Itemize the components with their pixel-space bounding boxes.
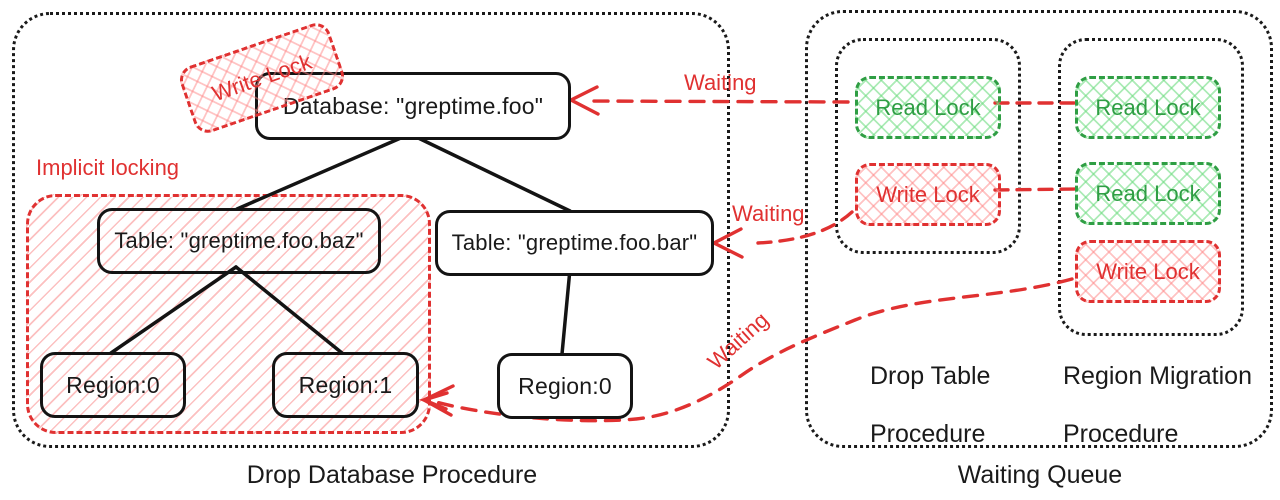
database-node: Database: "greptime.foo"	[255, 72, 571, 140]
waiting-label-table: Waiting	[732, 201, 805, 226]
drop-table-title-line2: Procedure	[870, 420, 986, 448]
region-migration-read-lock-1: Read Lock	[1075, 76, 1221, 139]
drop-database-procedure-caption: Drop Database Procedure	[246, 461, 538, 489]
drop-table-procedure-title: Drop Table Procedure	[870, 362, 990, 449]
region1-baz-node: Region:1	[272, 352, 419, 418]
database-write-lock-label: Write Lock	[208, 48, 315, 107]
drop-table-write-lock: Write Lock	[855, 163, 1001, 226]
implicit-locking-label: Implicit locking	[36, 155, 180, 180]
region-migration-procedure-box	[1058, 38, 1244, 336]
region-migration-title-line2: Procedure	[1063, 420, 1179, 448]
table-bar-node: Table: "greptime.foo.bar"	[435, 210, 714, 276]
waiting-label-database: Waiting	[684, 70, 757, 95]
drop-table-procedure-box	[835, 38, 1021, 254]
region-migration-read-lock-2: Read Lock	[1075, 162, 1221, 225]
region0-baz-node: Region:0	[40, 352, 186, 418]
region-migration-write-lock: Write Lock	[1075, 240, 1221, 303]
region0-bar-node: Region:0	[497, 353, 633, 419]
drop-table-title-line1: Drop Table	[870, 362, 991, 390]
region-migration-procedure-title: Region Migration Procedure	[1063, 362, 1252, 449]
drop-table-read-lock: Read Lock	[855, 76, 1001, 139]
table-baz-node: Table: "greptime.foo.baz"	[97, 208, 381, 274]
region-migration-title-line1: Region Migration	[1063, 362, 1252, 390]
waiting-queue-caption: Waiting Queue	[957, 461, 1123, 489]
